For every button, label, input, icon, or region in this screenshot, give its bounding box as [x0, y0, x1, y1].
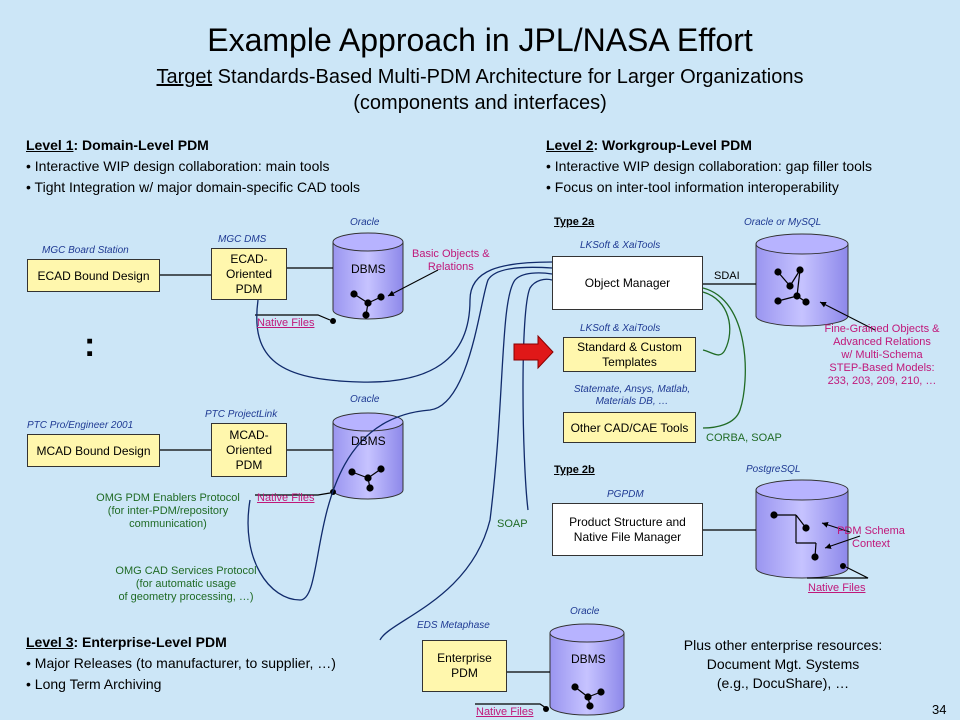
enterprise-dbms-cylinder — [549, 623, 625, 716]
annotation-arrows — [387, 269, 876, 549]
product-structure-box: Product Structure and Native File Manage… — [552, 503, 703, 556]
corba-soap-curves — [702, 287, 746, 429]
sdai-label: SDAI — [714, 270, 740, 282]
enterprise-oracle-label: Oracle — [570, 606, 600, 617]
page-number: 34 — [932, 702, 947, 717]
level2-bullet: Interactive WIP design collaboration: ga… — [546, 156, 946, 177]
object-tree-graphics — [348, 266, 819, 710]
level1-block: Level 1: Domain-Level PDM Interactive WI… — [26, 135, 496, 198]
level1-bullet: Tight Integration w/ major domain-specif… — [26, 177, 496, 198]
lksoft-label-1: LKSoft & XaiTools — [580, 240, 661, 251]
postgres-cylinder — [755, 479, 849, 579]
level3-block: Level 3: Enterprise-Level PDM Major Rele… — [26, 632, 406, 695]
pgpdm-label: PGPDM — [607, 489, 644, 500]
ecad-oracle-label: Oracle — [350, 217, 380, 228]
level1-heading-underlined: Level 1 — [26, 137, 74, 153]
ecad-dbms-cylinder — [332, 232, 404, 320]
templates-box: Standard & Custom Templates — [563, 337, 696, 372]
interface-curves — [247, 261, 553, 641]
object-manager-box: Object Manager — [552, 256, 703, 310]
level1-heading-rest: : Domain-Level PDM — [73, 137, 209, 153]
pdm-schema-label: PDM Schema Context — [837, 525, 905, 550]
basic-objects-label: Basic Objects & Relations — [412, 248, 490, 273]
mcad-pdm-box: MCAD- Oriented PDM — [211, 423, 287, 477]
level2-bullet: Focus on inter-tool information interope… — [546, 177, 946, 198]
enterprise-native-files: Native Files — [476, 706, 534, 718]
ellipsis-colon: : — [84, 326, 96, 364]
type2a-label: Type 2a — [554, 216, 594, 228]
subtitle-target: Target — [156, 66, 213, 88]
enterprise-pdm-box: Enterprise PDM — [422, 640, 507, 692]
ecad-dms-label: MGC DMS — [218, 234, 267, 245]
subtitle-rest: Standards-Based Multi-PDM Architecture f… — [212, 66, 804, 88]
postgres-label: PostgreSQL — [746, 464, 801, 475]
page-subtitle: Target Standards-Based Multi-PDM Archite… — [0, 64, 960, 116]
ecad-dbms-label: DBMS — [351, 262, 386, 276]
level1-heading: Level 1: Domain-Level PDM — [26, 135, 496, 156]
level2-heading-underlined: Level 2 — [546, 137, 594, 153]
red-arrow-icon — [513, 334, 554, 370]
fine-grained-label: Fine-Grained Objects & Advanced Relation… — [824, 323, 940, 387]
type2b-label: Type 2b — [554, 464, 595, 476]
mcad-native-files: Native Files — [257, 492, 315, 504]
omg-pdm-protocol-label: OMG PDM Enablers Protocol (for inter-PDM… — [96, 492, 240, 530]
mcad-bound-design-box: MCAD Bound Design — [27, 434, 160, 467]
omg-cad-protocol-label: OMG CAD Services Protocol (for automatic… — [115, 565, 257, 603]
ecad-station-label: MGC Board Station — [42, 245, 129, 256]
corba-soap-label: CORBA, SOAP — [706, 432, 782, 444]
connectors — [160, 267, 869, 709]
ecad-bound-design-box: ECAD Bound Design — [27, 259, 160, 292]
other-tools-box: Other CAD/CAE Tools — [563, 412, 696, 443]
level3-bullet: Long Term Archiving — [26, 674, 406, 695]
oracle-mysql-label: Oracle or MySQL — [744, 217, 822, 228]
type2b-text: Type 2b — [554, 464, 595, 476]
mcad-dbms-label: DBMS — [351, 434, 386, 448]
ecad-pdm-box: ECAD- Oriented PDM — [211, 248, 287, 300]
level3-heading: Level 3: Enterprise-Level PDM — [26, 632, 406, 653]
postgres-native-files: Native Files — [808, 582, 866, 594]
mcad-link-label: PTC ProjectLink — [205, 409, 278, 420]
tools-label: Statemate, Ansys, Matlab, Materials DB, … — [573, 384, 691, 407]
oracle-mysql-cylinder — [755, 233, 849, 327]
mcad-station-label: PTC Pro/Engineer 2001 — [27, 420, 134, 431]
level3-heading-rest: : Enterprise-Level PDM — [73, 634, 227, 650]
plus-other-resources: Plus other enterprise resources: Documen… — [683, 637, 883, 691]
type2a-text: Type 2a — [554, 216, 595, 228]
soap-label: SOAP — [497, 518, 528, 530]
level2-heading: Level 2: Workgroup-Level PDM — [546, 135, 946, 156]
ecad-native-files: Native Files — [257, 317, 315, 329]
level3-bullet: Major Releases (to manufacturer, to supp… — [26, 653, 406, 674]
mcad-dbms-cylinder — [332, 412, 404, 500]
subtitle-line2: (components and interfaces) — [353, 92, 607, 114]
level2-block: Level 2: Workgroup-Level PDM Interactive… — [546, 135, 946, 198]
page-title: Example Approach in JPL/NASA Effort — [207, 22, 753, 58]
lksoft-label-2: LKSoft & XaiTools — [580, 323, 661, 334]
level2-heading-rest: : Workgroup-Level PDM — [593, 137, 752, 153]
mcad-oracle-label: Oracle — [350, 394, 380, 405]
level1-bullet: Interactive WIP design collaboration: ma… — [26, 156, 496, 177]
eds-metaphase-label: EDS Metaphase — [417, 620, 490, 631]
enterprise-dbms-label: DBMS — [571, 652, 606, 666]
level3-heading-underlined: Level 3 — [26, 634, 74, 650]
